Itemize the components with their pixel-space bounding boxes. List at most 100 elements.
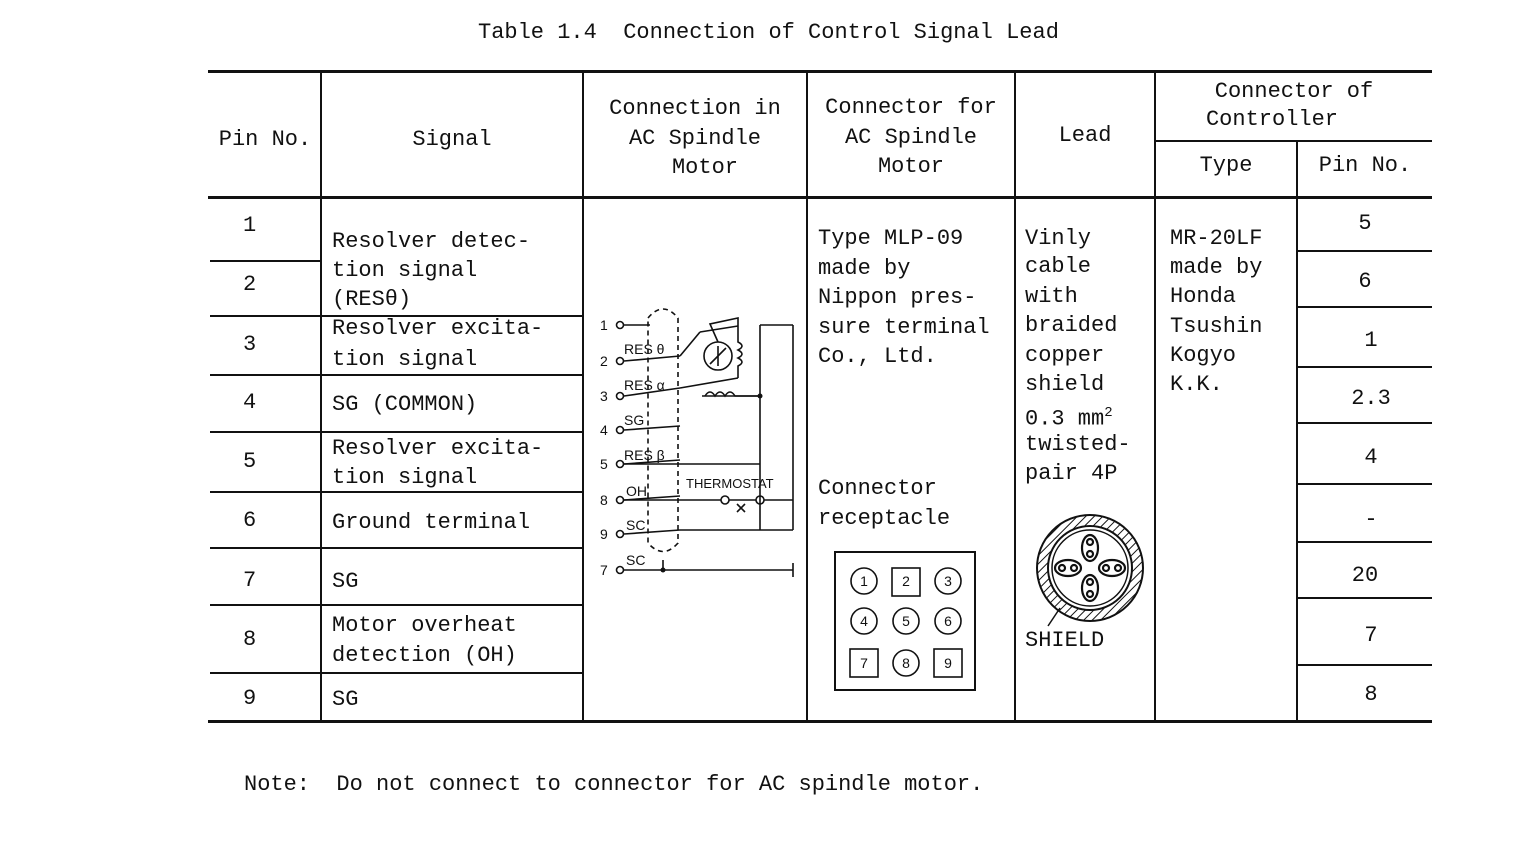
receptacle-pin: 8 [902,655,910,671]
motor-wiring-diagram: 1 2 3 4 5 8 9 7 RES θ RES α SG RES β OH … [600,308,794,578]
lead-text: twisted- [1025,432,1131,457]
wire-label: SG [624,412,644,428]
controller-type-text: Honda [1170,284,1237,309]
controller-type-text: Tsushin [1170,314,1263,339]
rule-v4 [1014,71,1016,721]
rule-v6 [1296,142,1298,721]
signal-text: Resolver excita- [332,316,544,341]
receptacle-pin: 9 [944,655,952,671]
signal-text: (RESθ) [332,287,412,312]
receptacle-text: Connector [818,476,937,501]
controller-type-text: made by [1170,255,1263,280]
lead-text: copper [1025,343,1105,368]
signal-text: detection (OH) [332,643,517,668]
controller-type-text: K.K. [1170,372,1223,397]
terminal-label: 4 [600,422,608,438]
lead-text: pair 4P [1025,461,1118,486]
header-lead: Lead [1058,123,1112,148]
rule-v3 [806,71,808,721]
pin-number: 1 [243,213,257,238]
pin-number: 9 [243,686,257,711]
controller-pin: 6 [1358,269,1372,294]
terminal-label: 2 [600,353,608,369]
terminal-label: 1 [600,317,608,333]
header-ctrl-pin-no: Pin No. [1318,153,1412,178]
receptacle-text: receptacle [818,506,951,531]
pin-number: 3 [243,332,257,357]
rule-controller-sub [1154,140,1432,142]
ctrl-row-sep [1298,422,1432,424]
motor-connector-text: Type MLP-09 [818,226,964,251]
pin-number: 2 [243,272,257,297]
lead-text: braided [1025,313,1118,338]
header-signal: Signal [412,127,492,152]
lead-text: shield [1025,372,1105,397]
signal-text: Resolver excita- [332,436,544,461]
ctrl-row-sep [1298,250,1432,252]
wire-label: SC [626,552,645,568]
controller-pin: 5 [1358,211,1372,236]
controller-pin: 4 [1364,445,1378,470]
signal-text: Motor overheat [332,613,517,638]
pin-number: 4 [243,390,257,415]
signal-text: Resolver detec- [332,229,531,254]
signal-text: SG [332,687,359,712]
signal-text: tion signal [332,258,478,283]
controller-type-text: Kogyo [1170,343,1237,368]
motor-connector-text: sure terminal [818,315,990,340]
signal-text: tion signal [332,347,478,372]
terminal-label: 5 [600,456,608,472]
receptacle-pin: 4 [860,613,868,629]
rule-v2 [582,71,584,721]
controller-pin: - [1364,507,1378,532]
rule-top [208,70,1432,73]
rule-bottom [208,720,1432,723]
header-connector-motor-2: AC Spindle [844,125,978,150]
pin-number: 7 [243,568,257,593]
motor-connector-text: made by [818,256,911,281]
header-connector-motor-3: Motor [877,154,944,179]
pin-row-sep [210,604,582,606]
receptacle-pin: 3 [944,573,952,589]
terminal-label: 8 [600,492,608,508]
pin-row-sep [210,374,582,376]
receptacle-pin: 5 [902,613,910,629]
lead-text: with [1025,284,1078,309]
receptacle-pin: 2 [902,573,910,589]
wire-label: RES θ [624,341,665,357]
motor-connector-text: Nippon pres- [818,285,977,310]
ctrl-row-sep [1298,483,1432,485]
signal-text: Ground terminal [332,510,531,535]
controller-pin: 2.3 [1351,386,1391,411]
motor-connector-text: Co., Ltd. [818,344,937,369]
header-connection-2: AC Spindle [628,126,762,151]
pin-row-sep [210,431,582,433]
controller-pin: 7 [1364,623,1378,648]
pin-row-sep [210,672,582,674]
lead-size: 0.3 mm2 [1025,399,1113,433]
signal-text: SG [332,569,359,594]
ctrl-row-sep [1298,366,1432,368]
controller-pin: 20 [1351,563,1379,588]
terminal-label: 9 [600,526,608,542]
pin-row-sep [210,547,582,549]
receptacle-pin: 6 [944,613,952,629]
lead-size-value: 0.3 mm [1025,406,1105,432]
lead-text: cable [1025,254,1092,279]
terminal-label: 7 [600,562,608,578]
controller-type-text: MR-20LF [1170,226,1263,251]
receptacle-pin: 1 [860,573,868,589]
shield-label: SHIELD [1025,628,1105,653]
header-connector-motor-1: Connector for [825,95,997,120]
ctrl-row-sep [1298,541,1432,543]
header-pin-no: Pin No. [218,127,312,152]
note-text: Note: Do not connect to connector for AC… [244,772,984,797]
wire-label: SC [626,517,645,533]
header-connection-3: Motor [671,155,738,180]
wire-label: RES β [624,447,665,463]
lead-text: Vinly [1025,226,1092,251]
header-controller-1: Connector of [1214,79,1374,104]
header-controller-2: Controller [1205,107,1339,132]
wire-label: RES α [624,377,665,393]
ctrl-row-sep [1298,306,1432,308]
